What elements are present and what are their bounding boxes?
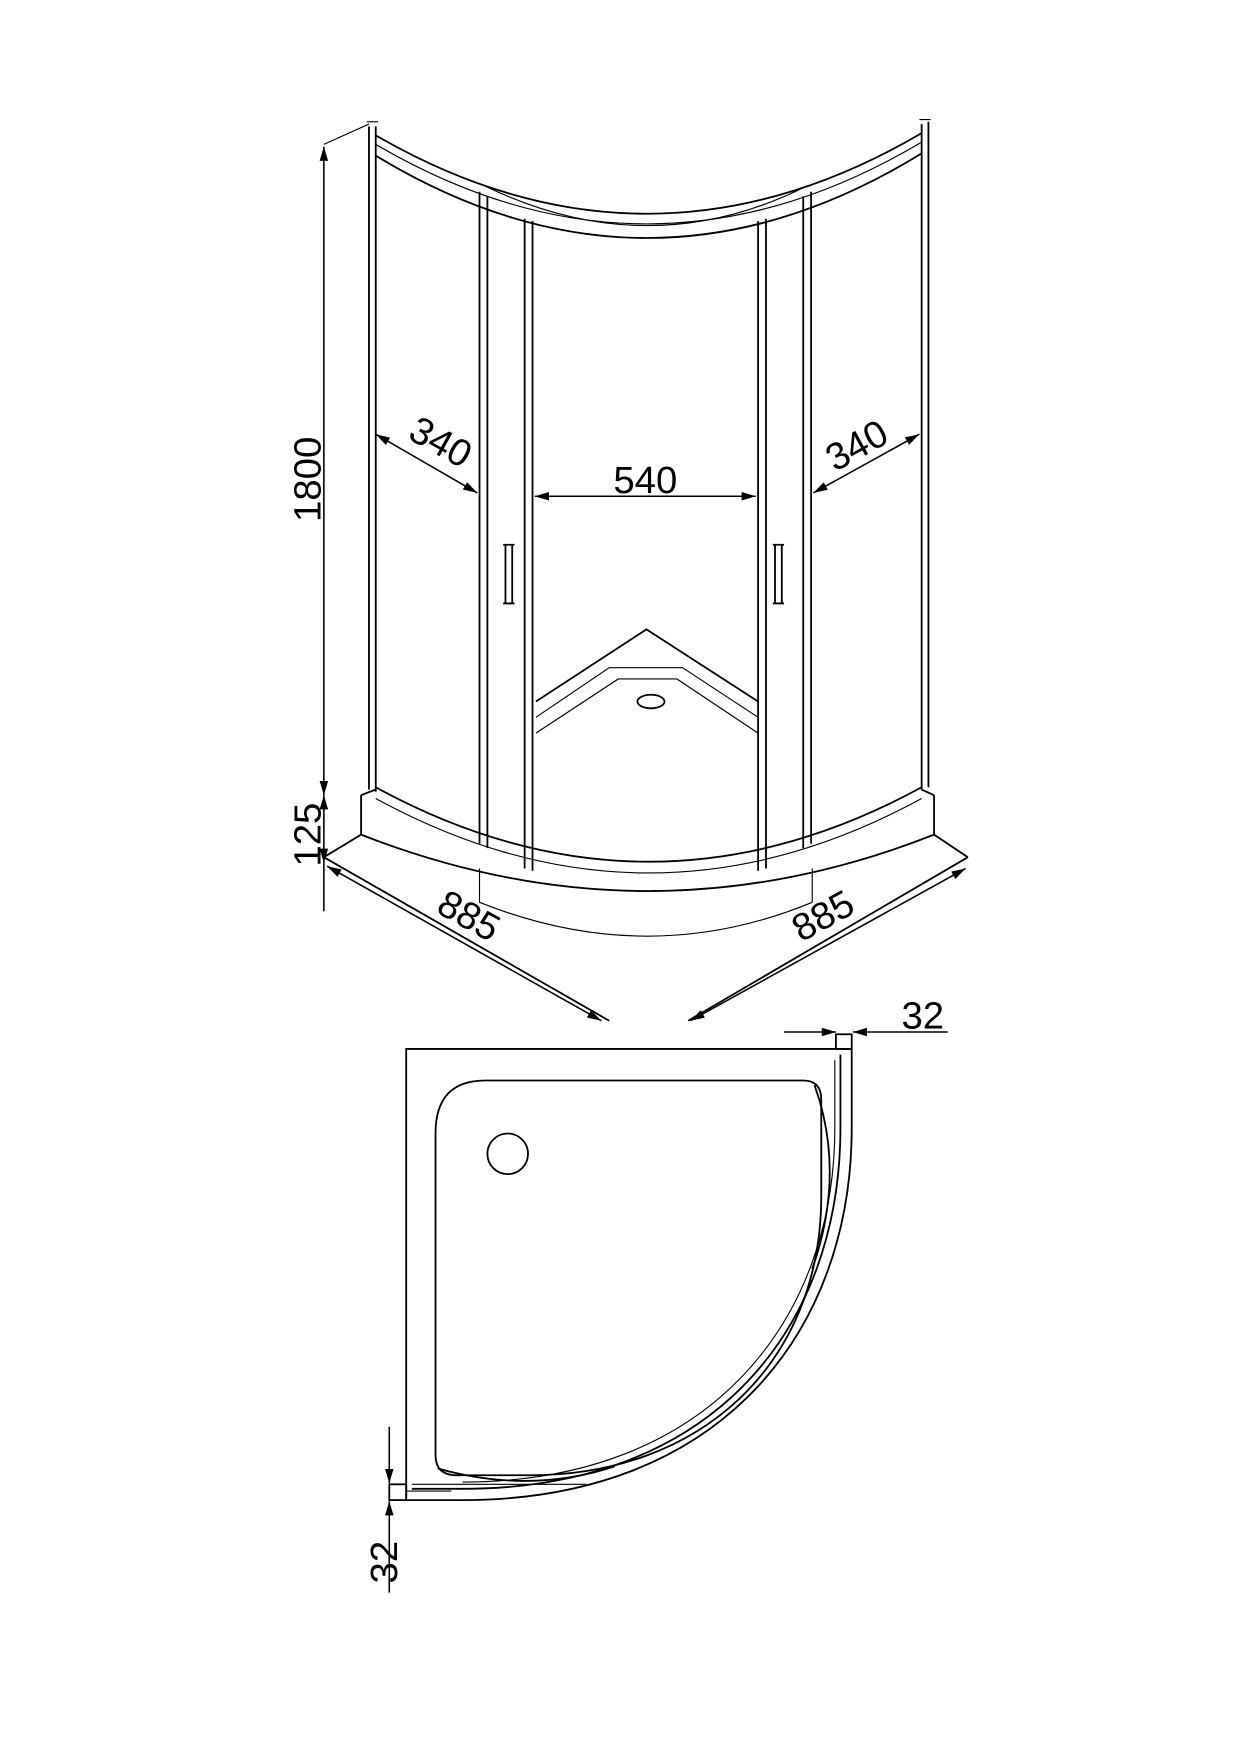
dimension-label-depth-left: 885: [430, 882, 507, 951]
dimension-label-panel-left: 340: [402, 408, 479, 477]
wall-profile-left: [366, 121, 379, 792]
dimension-label-panel-right: 340: [819, 412, 896, 481]
door-swing-bottom: [437, 1465, 616, 1482]
perspective-view: 1800 125 885 885 340 540 340: [286, 118, 969, 1022]
door-left: [523, 218, 534, 871]
handle-right-icon: [772, 543, 785, 605]
dimension-frame-top: 32: [784, 995, 948, 1038]
tray-basin: [434, 1079, 823, 1477]
dimension-door-opening: 540: [534, 459, 756, 502]
dimension-label-depth-right: 885: [785, 882, 862, 951]
glass-track-outer: [411, 1054, 842, 1490]
dimension-tray-height: 125: [286, 795, 329, 912]
dimension-panel-right: 340: [812, 412, 920, 494]
frame-profile-top: [835, 1033, 853, 1050]
plan-view: 32 32: [363, 995, 948, 1593]
top-track: [375, 132, 923, 239]
shower-tray-base: [323, 786, 969, 1022]
wall-profile-right: [919, 118, 931, 790]
frame-profile-bottom: [388, 1483, 408, 1501]
fixed-panel-left: [478, 191, 489, 849]
door-swing-right: [811, 1084, 831, 1270]
dimension-label-frame-bottom: 32: [363, 1541, 406, 1584]
dimension-frame-bottom: 32: [363, 1426, 406, 1593]
dimension-label-tray-height: 125: [286, 803, 329, 867]
dimension-panel-left: 340: [375, 408, 479, 494]
dimension-height: 1800: [286, 123, 370, 796]
dimension-depth-left: 885: [326, 865, 602, 1022]
door-right: [757, 218, 767, 871]
drain-icon: [636, 693, 666, 710]
drain-icon: [486, 1132, 529, 1176]
glass-track-inner: [462, 1060, 836, 1483]
dimension-label-height: 1800: [286, 437, 329, 522]
tray-outline: [405, 1048, 853, 1501]
dimension-label-door-opening: 540: [613, 459, 677, 502]
tray-interior: [535, 628, 759, 734]
fixed-panel-right: [802, 191, 813, 849]
dimension-label-frame-top: 32: [901, 995, 944, 1038]
handle-left-icon: [503, 543, 515, 605]
